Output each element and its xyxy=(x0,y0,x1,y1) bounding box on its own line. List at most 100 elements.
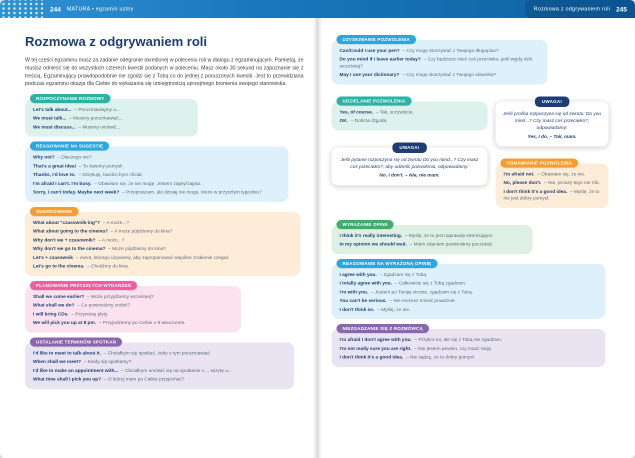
box-title-tab: WYRAŻANIE OPINII xyxy=(336,219,394,229)
phrase-en: When shall we meet? xyxy=(33,359,82,365)
phrase-line: I'm not really sure you are right. – Nie… xyxy=(340,345,599,352)
phrase-pl: – Może przyjdziemy wcześniej? xyxy=(87,293,154,300)
phrase-en: We must discuss... xyxy=(33,124,76,130)
phrase-pl: – Całkowicie się z Tobą zgadzam. xyxy=(394,280,467,287)
right-page-number: 245 xyxy=(616,5,627,13)
phrase-list: What about "czasownik-ing"? – A może...?… xyxy=(33,219,293,269)
box-title-tab: SUGEROWANIE xyxy=(30,206,79,216)
left-running-head: MATURA • egzamin ustny xyxy=(66,6,134,12)
box-wyrazanie-opinii: WYRAŻANIE OPINII I think it's really int… xyxy=(331,219,533,254)
right-page-two-column-area: UDZIELANIE POZWOLENIA Yes, of course. – … xyxy=(331,94,613,217)
phrase-line: I'd like to make an appointment with... … xyxy=(33,367,287,374)
phrase-en: I agree with you. xyxy=(339,271,377,278)
box-title-tab: NIEZGADZANIE SIĘ Z ROZMÓWCĄ xyxy=(336,324,429,334)
phrase-line: I'm afraid I can't. I'm busy. – Obawiam … xyxy=(33,180,282,187)
intro-paragraph: W tej części egzaminu masz za zadanie od… xyxy=(25,57,304,87)
phrase-en: No, please don't. xyxy=(503,180,542,186)
phrase-pl: – Czy mogę skorzystać z Twojego słownika… xyxy=(402,72,497,78)
phrase-pl: – Zgadzam się z Tobą. xyxy=(379,271,428,278)
uwaga-label: UWAGA! xyxy=(392,142,427,154)
uwaga-note-main: UWAGA! Jeśli pytanie rozpoczyna się od z… xyxy=(331,142,488,186)
phrase-en: Why don't we + czasownik? xyxy=(33,237,96,243)
right-running-head-group: Rozmowa z odgrywaniem roli 245 xyxy=(524,0,635,18)
phrase-en: I totally agree with you. xyxy=(339,280,393,287)
phrase-list: Yes, of course. – Tak, oczywiście. OK. –… xyxy=(340,109,481,124)
phrase-en: I don't think it's a good idea. xyxy=(339,354,404,361)
pages-container: Rozmowa z odgrywaniem roli W tej części … xyxy=(0,18,635,458)
box-ustalanie-terminow-spotkan: USTALANIE TERMINÓW SPOTKAŃ I'd like to m… xyxy=(25,337,294,389)
box-niezgadzanie-sie-z-rozmowca: NIEZGADZANIE SIĘ Z ROZMÓWCĄ I'm afraid I… xyxy=(331,324,606,367)
phrase-pl: – Dobrze./Zgoda. xyxy=(350,118,388,124)
phrase-line: What about "czasownik-ing"? – A może...? xyxy=(33,219,293,226)
phrase-en: Yes, of course. xyxy=(339,109,374,115)
phrase-line: I don't think it's a good idea. – Nie są… xyxy=(340,354,599,361)
phrase-pl: – Chciałbym się spotkać, żeby o tym poro… xyxy=(103,350,212,356)
phrase-line: Let's talk about... – Porozmawiajmy o... xyxy=(33,107,191,114)
uwaga-note-small: UWAGA! Jeśli prośba rozpoczyna się od zw… xyxy=(495,96,609,147)
uwaga-text: Jeśli pytanie rozpoczyna się od zwrotu D… xyxy=(340,156,479,170)
phrase-pl: – Nie sądzę, że to dobry pomysł. xyxy=(406,354,475,361)
phrase-pl: – Obawiam się, że nie mogę. Jestem zajęt… xyxy=(94,180,202,187)
phrase-en: I don't think so. xyxy=(339,306,375,313)
phrase-pl: – Czy mogę skorzystać z Twojego długopis… xyxy=(402,48,499,54)
phrase-pl: – Myślę, że nie. xyxy=(377,306,411,313)
phrase-en: I'm afraid I don't agree with you. xyxy=(339,337,412,343)
phrase-en: What shall we do? xyxy=(33,302,75,309)
box-title-tab: PLANOWANIE PRZYSZŁYCH WYDARZEŃ xyxy=(30,280,138,290)
phrase-line: Shall we come earlier? – Może przyjdziem… xyxy=(33,293,234,300)
phrase-en: Can/Could I use your pen? xyxy=(339,48,400,54)
phrase-pl: – Przyjedziemy po Ciebie o 8 wieczorem. xyxy=(98,320,186,326)
phrase-pl: – Przykro mi, ale się z Tobą nie zgadzam… xyxy=(414,337,503,343)
phrase-line: OK. – Dobrze./Zgoda. xyxy=(340,118,481,125)
phrase-line: Let's go to the cinema. – Chodźmy do kin… xyxy=(33,263,293,270)
box-uzyskiwanie-pozwolenia: UZYSKIWANIE POZWOLENIA Can/Could I use y… xyxy=(331,35,548,85)
uwaga-bold-text: No, I don't. – Nie, nie mam. xyxy=(379,172,440,179)
phrase-list: Can/Could I use your pen? – Czy mogę sko… xyxy=(340,48,541,79)
phrase-en: Thanks, I'd love to. xyxy=(33,172,76,178)
box-rozpoczynanie-rozmowy: ROZPOCZYNANIE ROZMOWY Let's talk about..… xyxy=(25,94,198,137)
box-udzielanie-pozwolenia: UDZIELANIE POZWOLENIA Yes, of course. – … xyxy=(331,96,488,131)
phrase-en: I think it's really interesting. xyxy=(339,232,403,239)
phrase-line: I will bring CDs. – Przyniosę płyty. xyxy=(33,311,234,318)
page-title: Rozmowa z odgrywaniem roli xyxy=(25,34,208,49)
phrase-pl: – A może...? xyxy=(102,219,130,226)
phrase-pl: – Musimy porozmawiać... xyxy=(68,115,123,122)
phrase-en: Shall we come earlier? xyxy=(33,293,85,300)
phrase-en: We must talk... xyxy=(33,115,67,122)
phrase-en: You can't be serious. xyxy=(339,298,387,304)
page-header-bar: 244 MATURA • egzamin ustny Rozmowa z odg… xyxy=(0,0,635,18)
phrase-pl: – Przyniosę płyty. xyxy=(71,311,109,317)
phrase-pl: – Kiedy się spotkamy? xyxy=(83,359,132,365)
phrase-pl: – Może pójdziemy do kina? xyxy=(108,246,166,252)
phrase-line: No, please don't. – Nie, proszę tego nie… xyxy=(504,180,602,187)
box-title-tab: ROZPOCZYNANIE ROZMOWY xyxy=(30,94,111,103)
phrase-pl: – Jestem po Twojej stronie, zgadzam się … xyxy=(370,289,473,295)
box-title-tab: REAGOWANIE NA WYRAŻONĄ OPINIĘ xyxy=(336,258,438,268)
phrase-list: Shall we come earlier? – Może przyjdziem… xyxy=(33,293,234,326)
box-title-tab: UZYSKIWANIE POZWOLENIA xyxy=(336,35,416,44)
phrase-pl: – Myślę, że to nie jest dobry pomysł. xyxy=(503,188,600,202)
phrase-en: What about going to the cinema? xyxy=(33,228,108,235)
phrase-line: What about going to the cinema? – A może… xyxy=(33,228,293,235)
phrase-line: Thanks, I'd love to. – Dziękuję, bardzo … xyxy=(33,172,282,179)
phrase-pl: – Dlaczego nie? xyxy=(57,154,92,161)
left-page-number: 244 xyxy=(50,5,61,13)
left-page: Rozmowa z odgrywaniem roli W tej części … xyxy=(0,18,318,458)
phrase-line: I don't think it's a good idea. – Myślę,… xyxy=(504,188,602,201)
phrase-line: When shall we meet? – Kiedy się spotkamy… xyxy=(33,359,287,366)
phrase-en: Do you mind if I leave earlier today? xyxy=(339,56,421,63)
box-title-tab: UDZIELANIE POZWOLENIA xyxy=(336,96,412,106)
phrase-line: I totally agree with you. – Całkowicie s… xyxy=(340,280,599,287)
phrase-line: In my opinion we should wait. – Moim zda… xyxy=(340,241,526,248)
phrase-pl: – O której mam po Ciebie przyjechać? xyxy=(103,376,185,383)
phrase-en: Why don't we go to the cinema? xyxy=(33,246,106,252)
phrase-pl: – Musimy omówić... xyxy=(78,124,121,130)
phrase-pl: – Obawiam się, że nie. xyxy=(537,171,586,177)
phrase-pl: – Myślę, że to jest naprawdę interesując… xyxy=(404,232,494,239)
box-reagowanie-na-sugestie: REAGOWANIE NA SUGESTIĘ Why not? – Dlacze… xyxy=(25,141,289,202)
phrase-pl: – To świetny pomysł! xyxy=(78,163,123,169)
phrase-line: I'm with you. – Jestem po Twojej stronie… xyxy=(340,289,599,296)
phrase-en: Let's + czasownik xyxy=(33,254,74,261)
phrase-list: Let's talk about... – Porozmawiajmy o...… xyxy=(33,107,191,131)
